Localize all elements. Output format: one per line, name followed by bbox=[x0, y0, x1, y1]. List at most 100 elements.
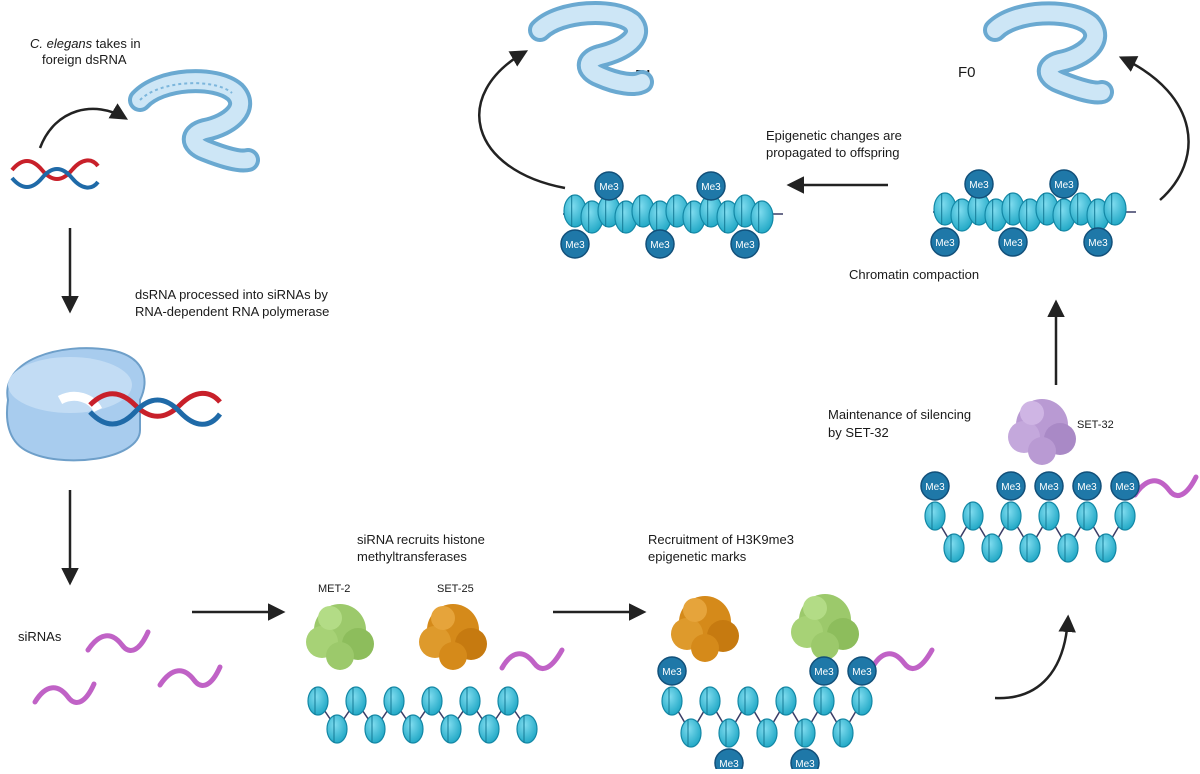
worm-icon bbox=[128, 69, 260, 173]
dsrna-helix-icon bbox=[10, 158, 100, 190]
me3-mark-label: Me3 bbox=[1001, 482, 1021, 493]
nucleosome-icon bbox=[459, 686, 481, 716]
nucleosome-icon bbox=[756, 718, 778, 748]
nucleosome-icon bbox=[1095, 533, 1117, 563]
h3k9-caption-line1: Recruitment of H3K9me3 bbox=[648, 532, 794, 547]
nucleosome-icon bbox=[750, 200, 774, 234]
set32-label: SET-32 bbox=[1077, 419, 1114, 431]
me3-mark-icon bbox=[920, 471, 950, 501]
me3-mark-label: Me3 bbox=[925, 482, 945, 493]
nucleosome-icon bbox=[1076, 501, 1098, 531]
nucleosome-icon bbox=[497, 686, 519, 716]
dsrna-in-polymerase-icon bbox=[88, 390, 223, 427]
nucleosome-icon bbox=[962, 501, 984, 531]
compaction-caption: Chromatin compaction bbox=[849, 267, 979, 282]
nucleosome-icon bbox=[832, 718, 854, 748]
me3-mark-icon bbox=[790, 748, 820, 774]
nucleosome-icon bbox=[1114, 501, 1136, 531]
nucleosome-icon bbox=[737, 686, 759, 716]
me3-mark-icon bbox=[594, 171, 624, 201]
me3-mark-icon bbox=[696, 171, 726, 201]
nucleosome-icon bbox=[1103, 192, 1127, 226]
nucleosome-icon bbox=[1019, 533, 1041, 563]
me3-mark-label: Me3 bbox=[1077, 482, 1097, 493]
nucleosome-icon bbox=[680, 718, 702, 748]
me3-mark-icon bbox=[998, 227, 1028, 257]
me3-mark-icon bbox=[1110, 471, 1140, 501]
nucleosome-icon bbox=[718, 718, 740, 748]
intake-caption-line2: foreign dsRNA bbox=[42, 52, 127, 67]
maintenance-caption-line1: Maintenance of silencing bbox=[828, 407, 971, 422]
recruits-caption-line1: siRNA recruits histone bbox=[357, 532, 485, 547]
me3-mark-icon bbox=[964, 169, 994, 199]
me3-mark-icon bbox=[1034, 471, 1064, 501]
me3-mark-label: Me3 bbox=[1088, 238, 1108, 249]
nucleosome-icon bbox=[326, 714, 348, 744]
rna-polymerase-icon bbox=[6, 347, 146, 462]
nucleosome-icon bbox=[813, 686, 835, 716]
nucleosome-icon bbox=[307, 686, 329, 716]
sirna-icon bbox=[32, 629, 223, 705]
me3-mark-icon bbox=[657, 656, 687, 686]
me3-mark-label: Me3 bbox=[814, 667, 834, 678]
me3-mark-label: Me3 bbox=[969, 180, 989, 191]
set25-protein-icon bbox=[419, 604, 487, 670]
nucleosome-icon bbox=[943, 533, 965, 563]
arrow-up-curve bbox=[994, 614, 1076, 700]
nucleosome-icon bbox=[851, 686, 873, 716]
me3-mark-label: Me3 bbox=[565, 240, 585, 251]
me3-mark-label: Me3 bbox=[795, 759, 815, 769]
intake-caption-line1: C. elegans takes in bbox=[30, 36, 141, 51]
recruits-caption-line2: methyltransferases bbox=[357, 549, 467, 564]
maintenance-caption-line2: by SET-32 bbox=[828, 425, 889, 440]
chromatin-fiber-icon bbox=[307, 686, 538, 744]
processed-caption-line2: RNA-dependent RNA polymerase bbox=[135, 304, 329, 319]
nucleosome-icon bbox=[1000, 501, 1022, 531]
me3-mark-label: Me3 bbox=[1039, 482, 1059, 493]
sirna-icon bbox=[869, 647, 935, 671]
nucleosome-icon bbox=[661, 686, 683, 716]
nucleosome-icon bbox=[421, 686, 443, 716]
nucleosome-icon bbox=[981, 533, 1003, 563]
nucleosome-icon bbox=[1038, 501, 1060, 531]
me3-mark-icon bbox=[1083, 227, 1113, 257]
set25-label: SET-25 bbox=[437, 583, 474, 595]
me3-mark-icon bbox=[645, 229, 675, 259]
arrow-to-f0 bbox=[1118, 56, 1190, 201]
set25-protein-icon bbox=[671, 596, 739, 662]
nucleosome-icon bbox=[402, 714, 424, 744]
nucleosome-icon bbox=[775, 686, 797, 716]
me3-mark-label: Me3 bbox=[599, 182, 619, 193]
me3-mark-icon bbox=[560, 229, 590, 259]
nucleosome-icon bbox=[364, 714, 386, 744]
nucleosome-icon bbox=[383, 686, 405, 716]
intake-arrow bbox=[38, 103, 129, 149]
me3-mark-icon bbox=[1072, 471, 1102, 501]
processed-caption-line1: dsRNA processed into siRNAs by bbox=[135, 287, 328, 302]
me3-mark-icon bbox=[714, 748, 744, 774]
me3-mark-label: Me3 bbox=[662, 667, 682, 678]
nucleosome-icon bbox=[478, 714, 500, 744]
arrow-to-f1 bbox=[478, 50, 566, 190]
me3-mark-label: Me3 bbox=[650, 240, 670, 251]
set32-protein-icon bbox=[1008, 399, 1076, 465]
met2-protein-icon bbox=[306, 604, 374, 670]
me3-mark-label: Me3 bbox=[735, 240, 755, 251]
nucleosome-icon bbox=[440, 714, 462, 744]
me3-mark-label: Me3 bbox=[701, 182, 721, 193]
f0-label: F0 bbox=[958, 64, 976, 81]
me3-mark-icon bbox=[847, 656, 877, 686]
h3k9-caption-line2: epigenetic marks bbox=[648, 549, 747, 564]
worm-icon bbox=[983, 1, 1114, 105]
nucleosome-icon bbox=[345, 686, 367, 716]
me3-mark-icon bbox=[730, 229, 760, 259]
nucleosome-icon bbox=[794, 718, 816, 748]
sirna-icon bbox=[499, 647, 565, 671]
me3-mark-icon bbox=[930, 227, 960, 257]
sirna-icon bbox=[1132, 474, 1199, 498]
nucleosome-icon bbox=[699, 686, 721, 716]
